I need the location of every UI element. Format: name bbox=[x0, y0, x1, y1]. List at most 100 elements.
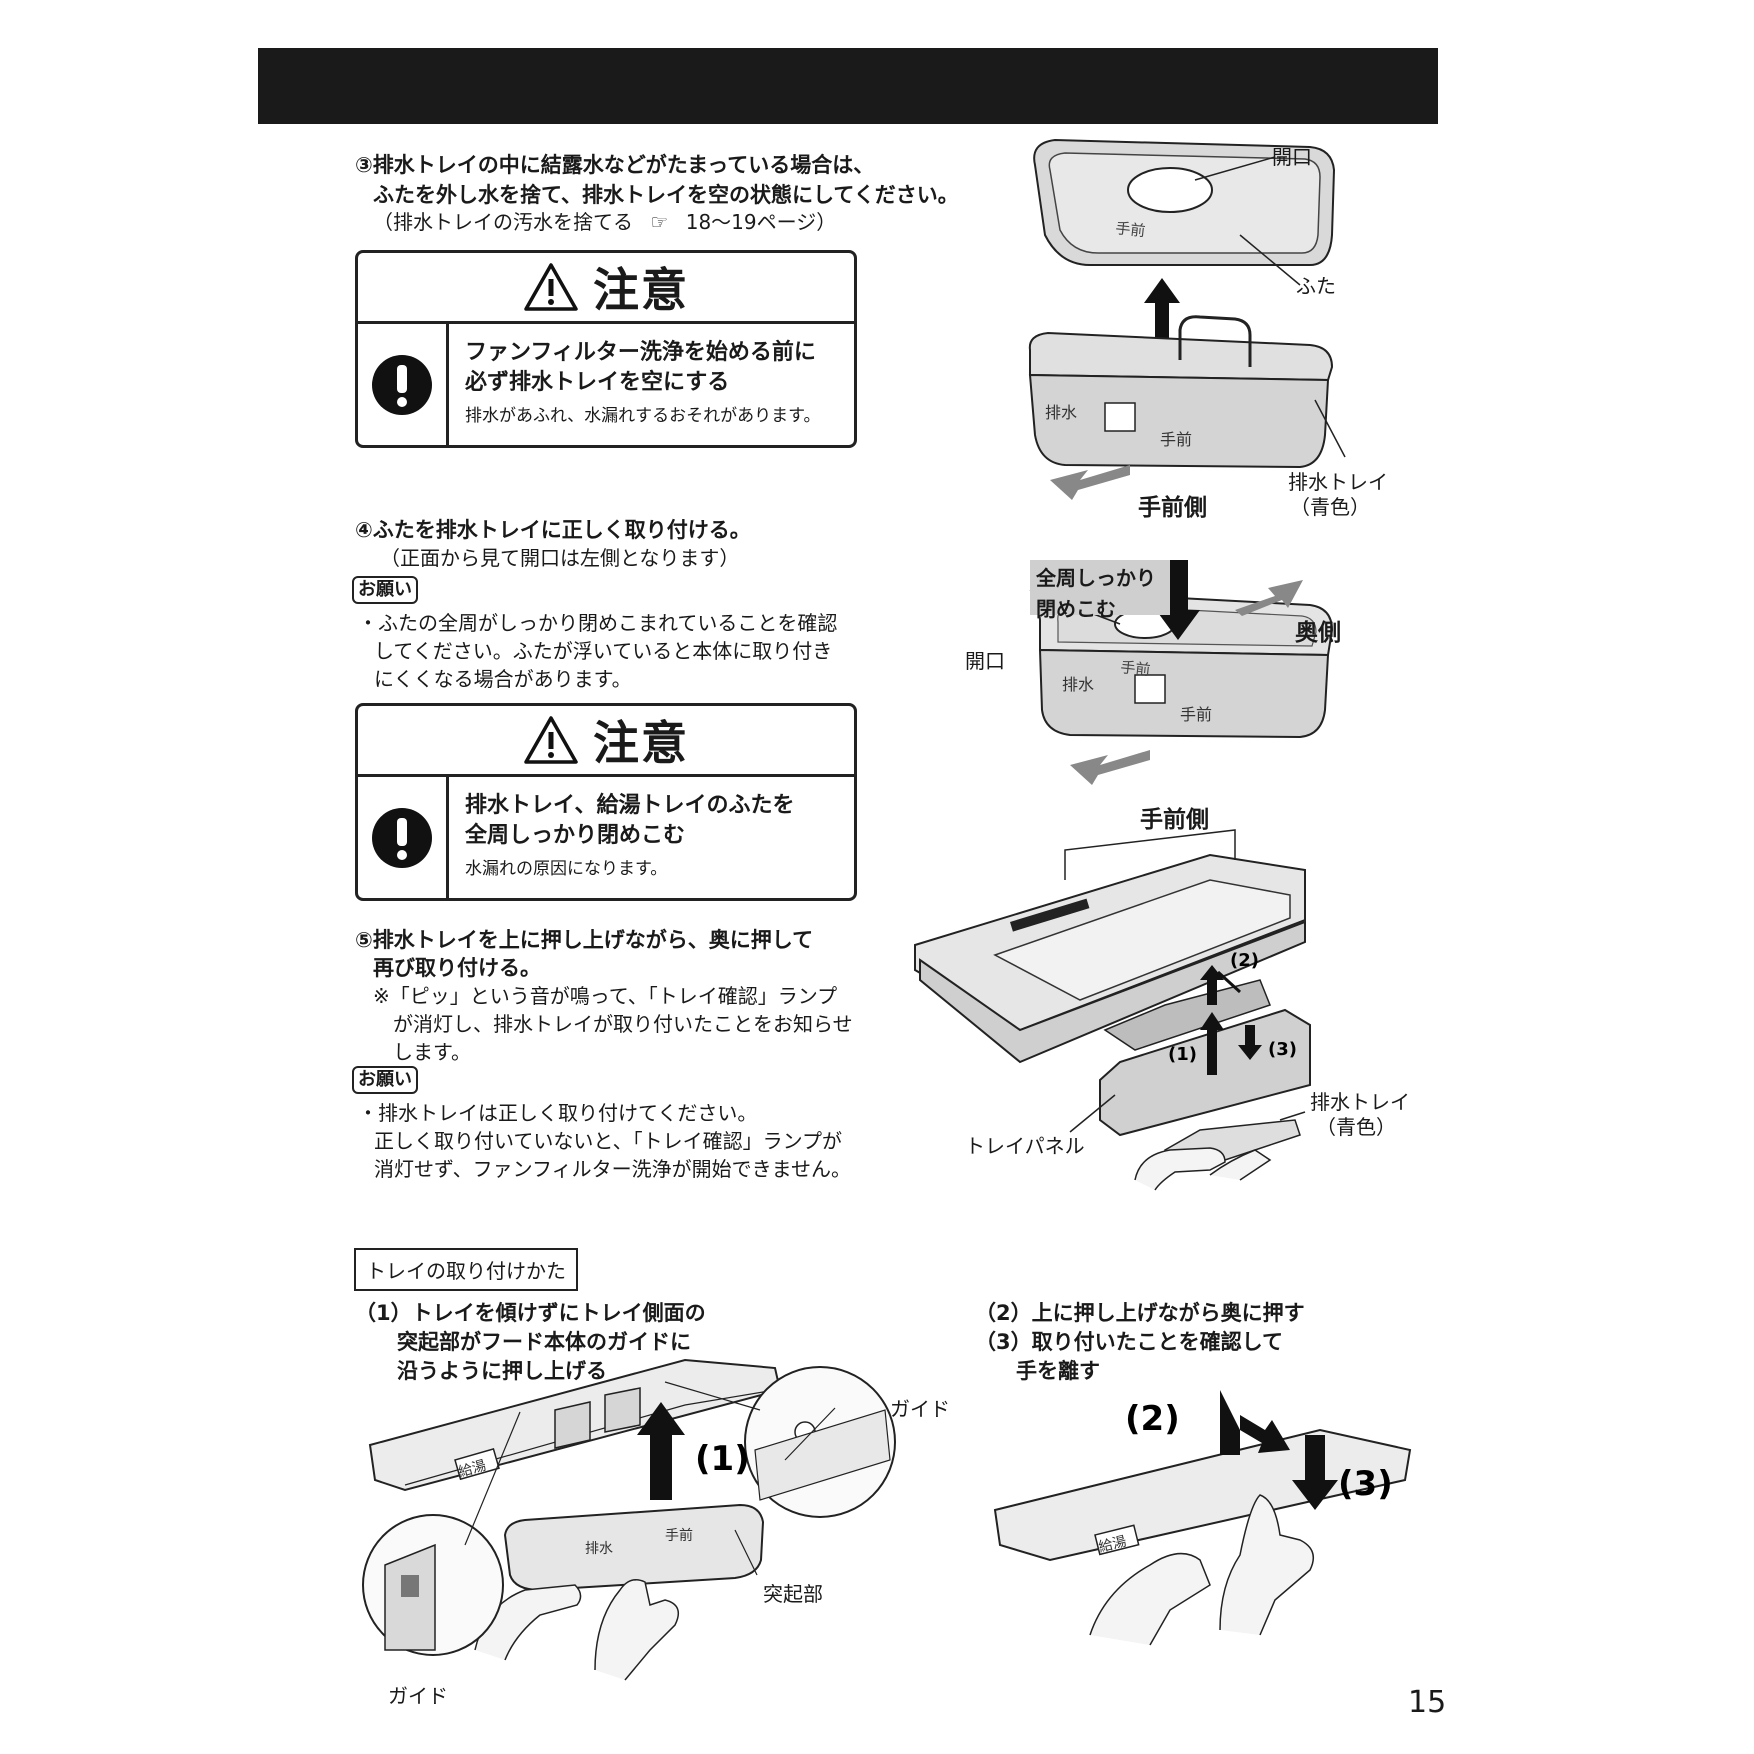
front-side-arrow-2 bbox=[1070, 750, 1150, 785]
guide-label-top: ガイド bbox=[890, 1397, 950, 1421]
step5-line1: ⑤排水トレイを上に押し上げながら、奥に押して bbox=[355, 928, 814, 952]
fig2-back-side-label: 奥側 bbox=[1295, 620, 1341, 646]
caution-title: 注意 bbox=[593, 263, 689, 317]
protrusion-label: 突起部 bbox=[763, 1582, 823, 1606]
close-callout-box: 全周しっかり 閉めこむ bbox=[1030, 560, 1170, 621]
tray-raised-front-text: 手前 bbox=[665, 1527, 693, 1544]
hands-icon bbox=[1089, 1494, 1315, 1646]
caution2-title: 注意 bbox=[593, 716, 689, 770]
how-to-right-line3: 手を離す bbox=[1016, 1359, 1100, 1383]
fig3-step2-text: (2) bbox=[1230, 950, 1259, 971]
fig3-drain-tray-label: 排水トレイ bbox=[1310, 1090, 1410, 1114]
hands-icon bbox=[1134, 1147, 1272, 1191]
mandatory-exclamation-icon bbox=[372, 807, 432, 868]
caution2-main-line2: 全周しっかり閉めこむ bbox=[465, 823, 686, 848]
big-up-arrow bbox=[637, 1402, 685, 1500]
step5-line2: 再び取り付ける。 bbox=[373, 956, 541, 980]
hood-filter-panel bbox=[993, 879, 1291, 1001]
how-to-title: トレイの取り付けかた bbox=[354, 1248, 578, 1291]
tray-panel-shape bbox=[1099, 1008, 1311, 1137]
request1-line2: してください。ふたが浮いていると本体に取り付き bbox=[374, 639, 833, 663]
request2-line3: 消灯せず、ファンフィルター洗浄が開始できません。 bbox=[374, 1157, 851, 1181]
supply-text-right: 給湯 bbox=[1097, 1533, 1128, 1556]
how-to-left-line1: （1）トレイを傾けずにトレイ側面の bbox=[355, 1301, 706, 1325]
figure-tray-installation: (2) (1) (3) bbox=[914, 829, 1311, 1191]
down-arrow bbox=[1292, 1435, 1338, 1510]
fig3-tray-panel-label: トレイパネル bbox=[965, 1134, 1085, 1158]
guide-label-bottom: ガイド bbox=[388, 1684, 448, 1708]
mandatory-exclamation-icon bbox=[372, 354, 432, 415]
back-plate bbox=[1064, 829, 1236, 880]
fig1-lid-label: ふた bbox=[1296, 274, 1336, 298]
tray-body bbox=[1028, 373, 1330, 469]
step3-ref-prefix: （排水トレイの汚水を捨てる bbox=[373, 210, 633, 234]
big-step3-text: (3) bbox=[1338, 1464, 1393, 1504]
up-arrow-2 bbox=[1200, 965, 1224, 1005]
step5-note1: ※「ピッ」という音が鳴って、「トレイ確認」ランプ bbox=[373, 984, 838, 1008]
step5-note3: します。 bbox=[393, 1040, 471, 1064]
up-back-arrow bbox=[1220, 1390, 1290, 1455]
tray2-lid-front-text: 手前 bbox=[1120, 658, 1152, 679]
tray2-body bbox=[1038, 648, 1330, 739]
pointing-hand-icon: ☞ bbox=[650, 210, 669, 234]
request-tag-1: お願い bbox=[352, 576, 418, 604]
down-arrow-3 bbox=[1238, 1025, 1262, 1060]
step3-line2: ふたを外し水を捨て、排水トレイを空の状態にしてください。 bbox=[373, 183, 959, 207]
caution-box-2: 注意 排水トレイ、給湯トレイのふたを 全周しっかり閉めこむ 水漏れの原因になりま… bbox=[355, 703, 857, 901]
fig2-opening-label: 開口 bbox=[965, 649, 1005, 673]
caution-main-line2: 必ず排水トレイを空にする bbox=[465, 370, 730, 395]
lid-opening bbox=[1127, 167, 1213, 213]
big-step2-text: (2) bbox=[1125, 1399, 1180, 1439]
request2-line2: 正しく取り付いていないと、「トレイ確認」ランプが bbox=[374, 1129, 842, 1153]
lid-front-text: 手前 bbox=[1115, 219, 1147, 240]
tray-raised bbox=[503, 1503, 765, 1592]
how-to-left-line3: 沿うように押し上げる bbox=[397, 1359, 607, 1383]
big-step1-text: (1) bbox=[695, 1439, 750, 1479]
step4-line1: ④ふたを排水トレイに正しく取り付ける。 bbox=[355, 518, 751, 542]
fig2-front-side-label: 手前側 bbox=[1140, 807, 1209, 833]
caution-sub: 排水があふれ、水漏れするおそれがあります。 bbox=[465, 406, 821, 426]
back-side-arrow bbox=[1235, 580, 1303, 616]
tray-drain-text: 排水 bbox=[1045, 403, 1077, 422]
fig3-step3-text: (3) bbox=[1268, 1039, 1297, 1060]
close-callout-line2: 閉めこむ bbox=[1036, 597, 1116, 621]
request1-line1: ・ふたの全周がしっかり閉めこまれていることを確認 bbox=[358, 611, 838, 635]
fig1-blue-label: （青色） bbox=[1290, 495, 1370, 519]
fig3-blue-label: （青色） bbox=[1316, 1115, 1396, 1139]
how-to-left-line2: 突起部がフード本体のガイドに bbox=[397, 1330, 691, 1354]
step3-ref-suffix: 18〜19ページ） bbox=[685, 210, 837, 234]
close-callout-line1: 全周しっかり bbox=[1036, 566, 1156, 590]
how-to-right-line1: （2）上に押し上げながら奥に押す bbox=[975, 1301, 1305, 1325]
caution-main-line1: ファンフィルター洗浄を始める前に bbox=[465, 340, 816, 365]
figure-push-up: 給湯 排水 手前 (1) bbox=[362, 1358, 896, 1681]
guide-blocks bbox=[554, 1387, 641, 1449]
tray2-drain-text: 排水 bbox=[1062, 675, 1094, 694]
lift-up-arrow bbox=[1144, 278, 1180, 347]
step3-line1: ③排水トレイの中に結露水などがたまっている場合は、 bbox=[355, 153, 875, 177]
header-bar bbox=[258, 48, 1438, 124]
request-tag-2: お願い bbox=[352, 1066, 418, 1094]
request2-line1: ・排水トレイは正しく取り付けてください。 bbox=[358, 1101, 758, 1125]
step3-reference: （排水トレイの汚水を捨てる ☞ 18〜19ページ） bbox=[373, 207, 836, 237]
fig3-step1-text: (1) bbox=[1168, 1044, 1197, 1065]
front-side-arrow bbox=[1050, 465, 1130, 500]
fig1-opening-label: 開口 bbox=[1272, 145, 1312, 169]
caution2-main-line1: 排水トレイ、給湯トレイのふたを bbox=[465, 793, 795, 818]
step5-note2: が消灯し、排水トレイが取り付いたことをお知らせ bbox=[393, 1012, 853, 1036]
figure-lid-removal: 手前 排水 手前 bbox=[1028, 138, 1346, 500]
how-to-right-line2: （3）取り付いたことを確認して bbox=[975, 1330, 1283, 1354]
up-arrow-1 bbox=[1200, 1012, 1224, 1075]
caution-box-1: 注意 ファンフィルター洗浄を始める前に 必ず排水トレイを空にする 排水があふれ、… bbox=[355, 250, 857, 448]
caution-header: 注意 bbox=[358, 253, 854, 324]
tray-raised-drain-text: 排水 bbox=[585, 1541, 613, 1557]
caution-header-2: 注意 bbox=[358, 706, 854, 777]
request1-line3: にくくなる場合があります。 bbox=[374, 667, 632, 691]
tray-front-text: 手前 bbox=[1160, 430, 1192, 449]
warning-triangle-icon bbox=[524, 263, 578, 311]
warning-triangle-icon bbox=[524, 716, 578, 764]
step4-line2: （正面から見て開口は左側となります） bbox=[380, 546, 740, 570]
press-down-arrow bbox=[1156, 560, 1200, 640]
figure-push-back: 給湯 (2) (3) bbox=[993, 1390, 1412, 1646]
fig1-front-side-label: 手前側 bbox=[1138, 495, 1207, 521]
tray2-front-text: 手前 bbox=[1180, 705, 1212, 724]
